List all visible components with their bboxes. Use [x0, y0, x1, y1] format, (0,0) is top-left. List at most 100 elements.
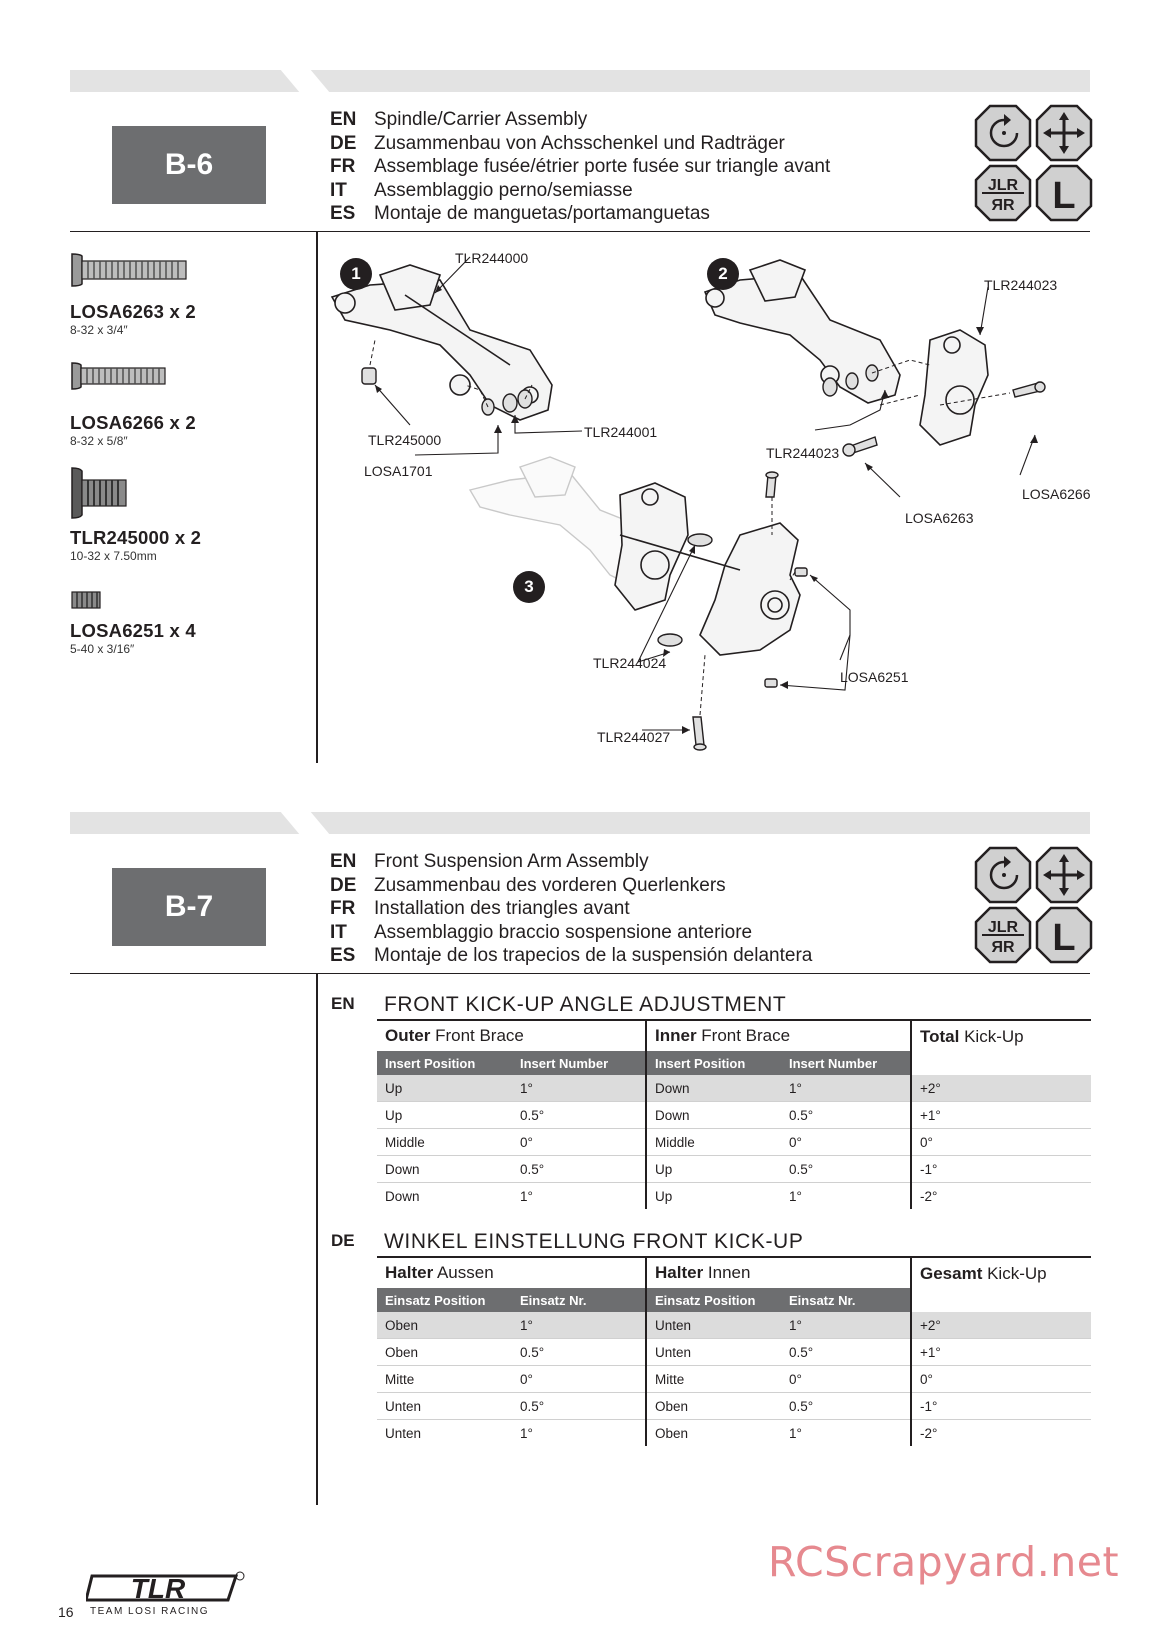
part-size: 5-40 x 3/16″ — [70, 642, 135, 656]
carrier-drawing — [614, 482, 689, 611]
kick-up-table-en: Outer Front Brace Inner Front Brace Tota… — [377, 1019, 1091, 1209]
svg-text:L: L — [1052, 917, 1075, 959]
move-icon — [1035, 846, 1093, 904]
button-head-screw-icon — [71, 253, 187, 287]
logo-text: TLR — [131, 1573, 186, 1604]
rotate-icon — [974, 846, 1032, 904]
button-head-screw-icon — [71, 362, 166, 390]
group-inner: Inner Front Brace — [646, 1019, 912, 1051]
section-header-bar-b7 — [70, 812, 1090, 834]
part-callout: TLR244024 — [593, 655, 667, 671]
table-title: FRONT KICK-UP ANGLE ADJUSTMENT — [384, 993, 787, 1016]
tlr-logo-mark: TLR — [84, 1571, 245, 1604]
table-title: WINKEL EINSTELLUNG FRONT KICK-UP — [384, 1230, 804, 1253]
svg-text:ЯR: ЯR — [991, 197, 1015, 214]
flange-screw-icon — [71, 467, 127, 519]
section-header-bar-b6 — [70, 70, 1090, 92]
svg-text:JLR: JLR — [988, 177, 1019, 194]
group-total: Gesamt Kick-Up — [911, 1256, 1091, 1312]
brand-logo: TLR TEAM LOSI RACING — [84, 1570, 246, 1622]
step-badge-b6: B-6 — [112, 126, 266, 204]
part-callout: TLR244027 — [597, 729, 671, 745]
substep-badge-1: 1 — [340, 258, 372, 290]
group-inner: Halter Innen — [646, 1256, 912, 1288]
l-icon: L — [1035, 906, 1093, 964]
step-badge-b7: B-7 — [112, 868, 266, 946]
column-divider-b7 — [316, 973, 318, 1505]
assembly-diagram-b6 — [330, 256, 1046, 751]
divider-b7 — [70, 973, 1090, 974]
part-callout: TLR244000 — [455, 250, 529, 266]
part-callout: LOSA6251 — [840, 669, 909, 685]
table-sub-header: Insert Position Insert Number Insert Pos… — [377, 1051, 1091, 1075]
table-group-header: Outer Front Brace Inner Front Brace Tota… — [377, 1019, 1091, 1075]
group-total: Total Kick-Up — [911, 1019, 1091, 1075]
logo-subtext: TEAM LOSI RACING — [90, 1606, 210, 1617]
group-outer: Halter Aussen — [377, 1256, 647, 1288]
divider-b6 — [70, 231, 1090, 232]
svg-text:ЯR: ЯR — [991, 939, 1015, 956]
substep-badge-3: 3 — [513, 571, 545, 603]
group-outer: Outer Front Brace — [377, 1019, 647, 1051]
left-right-icon: JLR ЯR — [974, 164, 1032, 222]
suspension-arm-drawing — [703, 259, 901, 404]
part-size: 8-32 x 5/8″ — [70, 434, 128, 448]
watermark: RCScrapyard.net — [768, 1538, 1120, 1586]
svg-text:JLR: JLR — [988, 919, 1019, 936]
svg-text:L: L — [1052, 175, 1075, 217]
arm-hardware — [657, 471, 808, 751]
table-sub-header: Einsatz Position Einsatz Nr. Einsatz Pos… — [377, 1288, 1091, 1312]
part-callout: LOSA6266 — [1022, 486, 1091, 502]
part-size: 10-32 x 7.50mm — [70, 549, 157, 563]
carrier-drawing — [919, 329, 989, 446]
table-lang-code: DE — [331, 1231, 355, 1250]
move-icon — [1035, 104, 1093, 162]
arm-hardware — [822, 364, 1046, 457]
parts-column-divider-b6 — [316, 231, 318, 763]
part-callout: TLR244023 — [766, 445, 840, 461]
page-number: 16 — [58, 1604, 74, 1620]
step-id: B-6 — [164, 148, 214, 181]
parts-list-b6: LOSA6263 x 2 8-32 x 3/4″ LOSA6266 x 2 8-… — [70, 250, 310, 656]
part-label: LOSA6263 x 2 — [70, 301, 196, 322]
rotate-icon — [974, 104, 1032, 162]
part-callout: LOSA1701 — [364, 463, 433, 479]
set-screw-icon — [71, 591, 101, 609]
part-callout: TLR244001 — [584, 424, 658, 440]
part-label: TLR245000 x 2 — [70, 527, 202, 548]
table-group-header: Halter Aussen Halter Innen Gesamt Kick-U… — [377, 1256, 1091, 1312]
l-icon: L — [1035, 164, 1093, 222]
part-size: 8-32 x 3/4″ — [70, 323, 128, 337]
left-right-icon: JLR ЯR — [974, 906, 1032, 964]
kick-up-table-de: Halter Aussen Halter Innen Gesamt Kick-U… — [377, 1256, 1091, 1446]
part-label: LOSA6266 x 2 — [70, 412, 196, 433]
step-id: B-7 — [164, 890, 214, 923]
table-lang-code: EN — [331, 994, 355, 1013]
spindle-drawing — [619, 522, 801, 656]
part-callout: TLR244023 — [984, 277, 1058, 293]
part-callout: TLR245000 — [368, 432, 442, 448]
part-callout: LOSA6263 — [905, 510, 974, 526]
tool-icons-b7: JLR ЯR L — [974, 846, 1093, 964]
part-label: LOSA6251 x 4 — [70, 620, 196, 641]
substep-badge-2: 2 — [707, 258, 739, 290]
